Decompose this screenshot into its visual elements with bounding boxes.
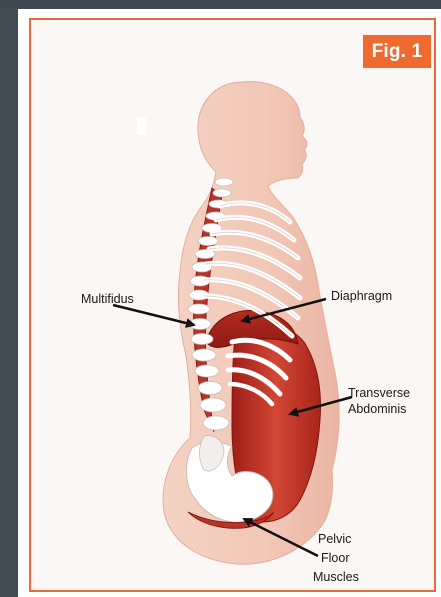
label-pelvic-line1: Pelvic — [318, 532, 351, 547]
white-mark — [137, 117, 146, 135]
label-transverse-line2: Abdominis — [348, 402, 406, 417]
label-pelvic-line2: Floor — [321, 551, 349, 566]
label-pelvic-line3: Muscles — [313, 570, 359, 585]
label-diaphragm: Diaphragm — [331, 289, 392, 304]
label-transverse-line1: Transverse — [348, 386, 410, 401]
label-multifidus: Multifidus — [81, 292, 134, 307]
figure-badge: Fig. 1 — [363, 35, 431, 68]
